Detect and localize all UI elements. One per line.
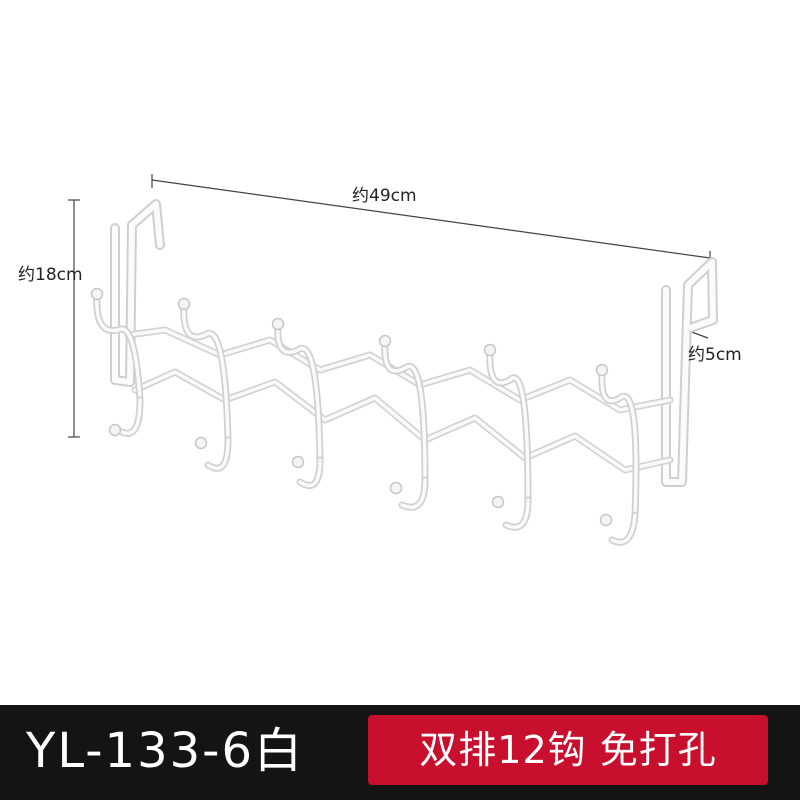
model-code: YL-133-6白 (26, 723, 305, 779)
lower-hooks (118, 396, 639, 546)
zigzag-rails (124, 326, 674, 474)
over-door-brackets (110, 199, 718, 487)
height-dimension-label: 约18cm (18, 265, 83, 285)
depth-dimension-label: 约5cm (688, 345, 742, 365)
feature-text: 双排12钩 免打孔 (419, 728, 717, 772)
hook-ball-tips (90, 287, 613, 527)
door-hook-rack-illustration (68, 174, 718, 546)
upper-hooks (93, 292, 640, 519)
product-footer-bar: YL-133-6白 双排12钩 免打孔 (0, 705, 800, 800)
width-dimension-label: 约49cm (352, 186, 417, 206)
feature-badge: 双排12钩 免打孔 (368, 715, 768, 785)
